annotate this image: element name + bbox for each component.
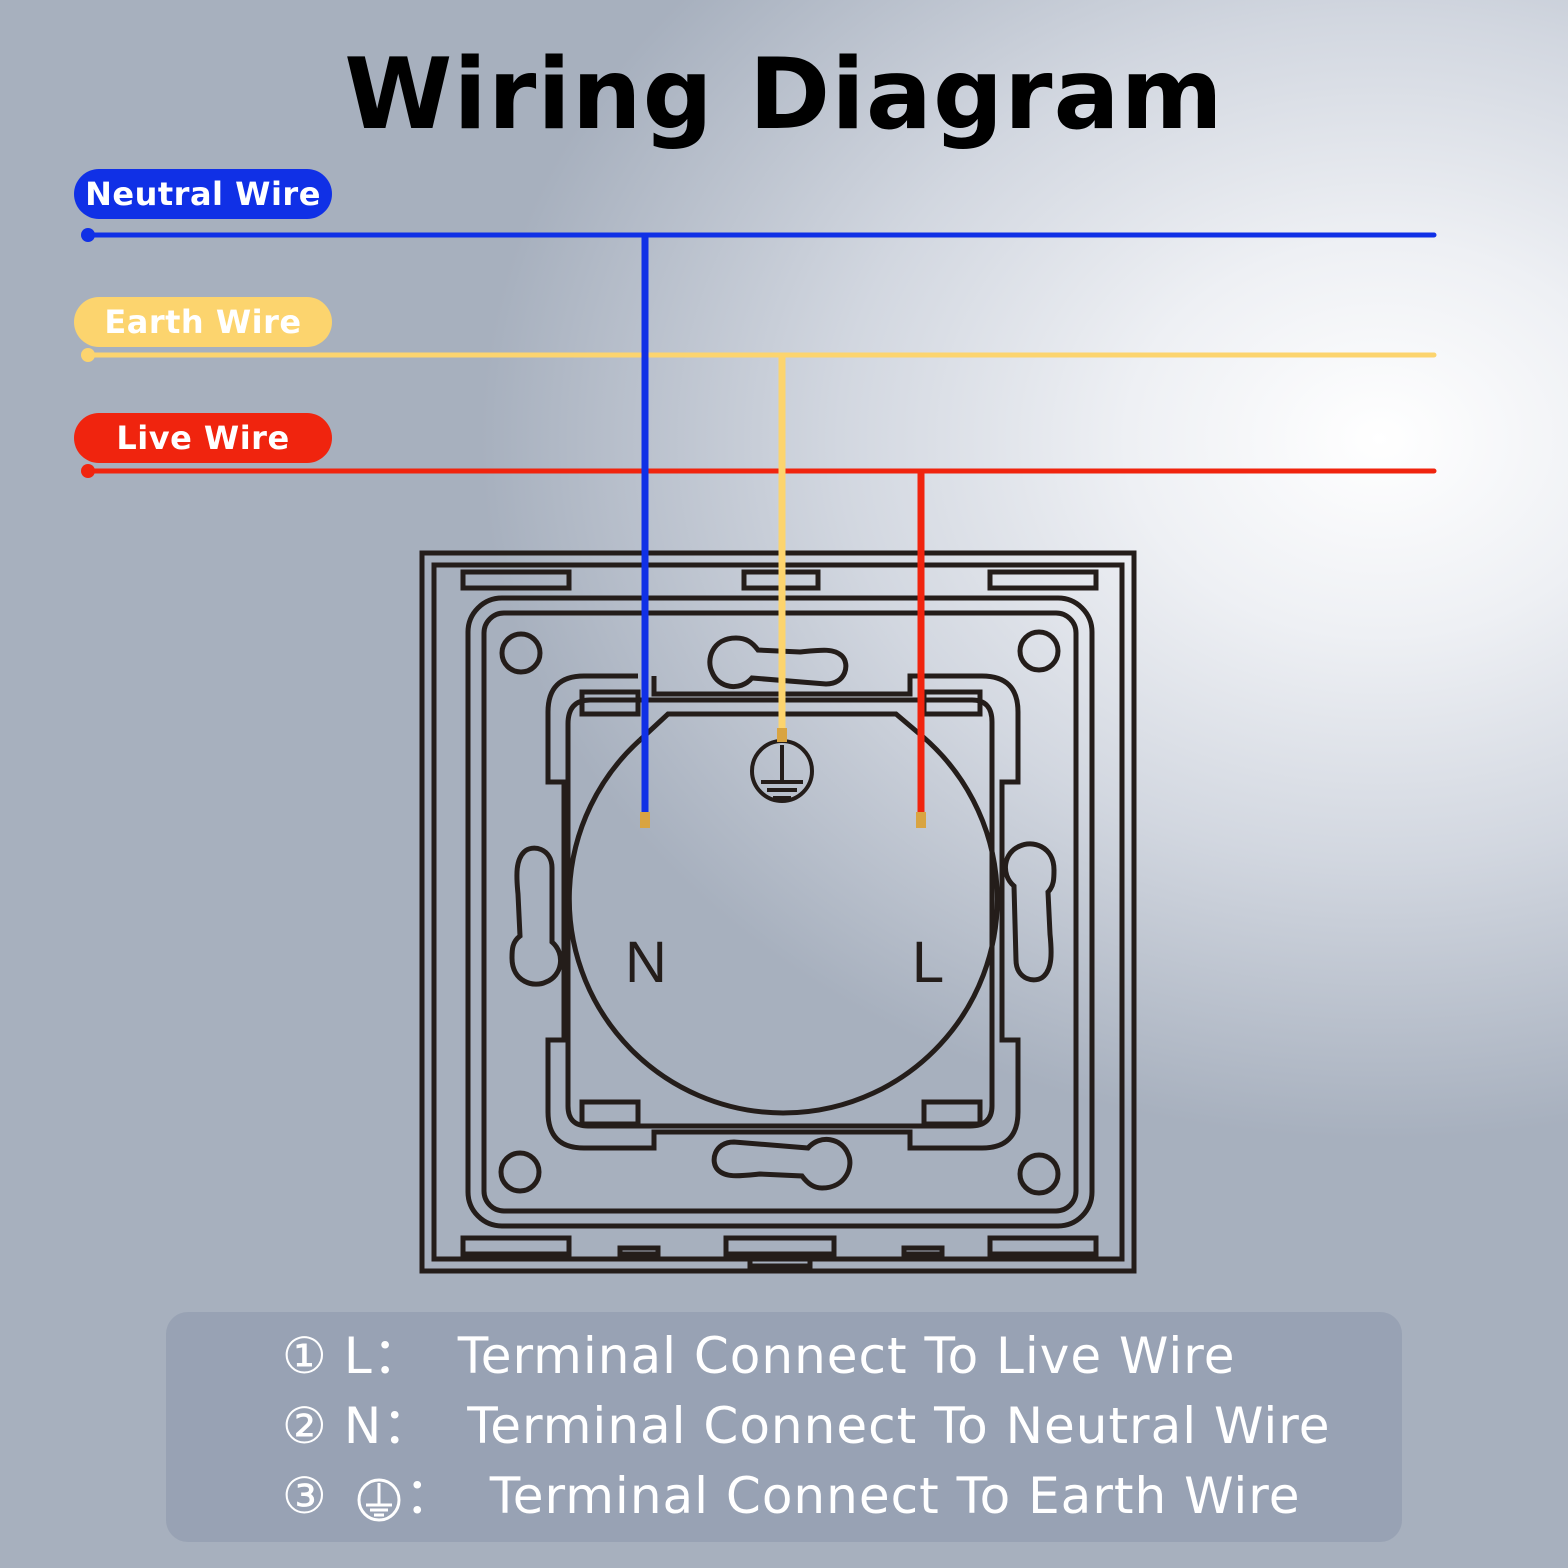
live-bus-end [81,464,95,478]
socket-bottom-clip [987,1235,1099,1257]
neutral-wire-tip [640,812,650,828]
legend-number: ① [282,1327,328,1385]
socket-bottom-clip [747,1251,813,1269]
legend-key: L： [343,1327,424,1385]
keyhole-slot-bottom [711,1137,853,1191]
keyhole-slot-top [707,635,849,689]
module-tab [921,1099,983,1127]
legend-number: ② [282,1397,328,1455]
module-body-arc [566,734,1000,1116]
live-wire-label: Live Wire [74,413,332,463]
earth-bus-end [81,348,95,362]
socket-top-clip [460,569,572,591]
socket-bottom-clip [901,1245,945,1257]
module-tab [579,1099,641,1127]
page-title: Wiring Diagram [344,38,1224,152]
legend-number: ③ [282,1467,328,1525]
keyhole-slot-left [509,845,563,987]
earth-ground-icon [750,739,814,803]
socket-outline [419,550,1137,1274]
screw-hole [1017,1152,1061,1196]
earth-wire-tip [777,728,787,742]
terminal-n-label: N [625,930,667,995]
screw-hole [498,1150,542,1194]
socket-bottom-clip [460,1235,572,1257]
neutral-bus-end [81,228,95,242]
wiring-diagram: N L [81,228,1437,1274]
legend-key: N： [343,1397,434,1455]
legend-text: Terminal Connect To Neutral Wire [467,1397,1331,1455]
socket-bottom-clip [617,1245,661,1257]
neutral-wire-label: Neutral Wire [74,169,332,219]
module-tab [921,689,983,717]
screw-hole [1017,629,1061,673]
socket-inner-frame [431,562,1125,1262]
legend-row-neutral: ② N： Terminal Connect To Neutral Wire [282,1391,1330,1461]
legend-text: Terminal Connect To Earth Wire [489,1467,1301,1525]
bus-wires [81,228,1437,478]
terminal-l-label: L [912,930,944,995]
screw-hole [499,631,543,675]
socket-outer-frame [419,550,1137,1274]
earth-ground-icon [357,1478,401,1521]
legend-key: ： [404,1467,456,1525]
legend-text: Terminal Connect To Live Wire [457,1327,1236,1385]
socket-top-clip [987,569,1099,591]
legend-row-earth: ③ ： Terminal Connect To Earth Wire [282,1461,1301,1531]
module-tab [579,689,641,717]
earth-wire-label: Earth Wire [74,297,332,347]
keyhole-slot-right [1003,841,1057,983]
drop-wires [640,235,926,828]
live-wire-tip [916,812,926,828]
module-frame [545,673,1021,1151]
legend-row-live: ① L： Terminal Connect To Live Wire [282,1321,1236,1391]
